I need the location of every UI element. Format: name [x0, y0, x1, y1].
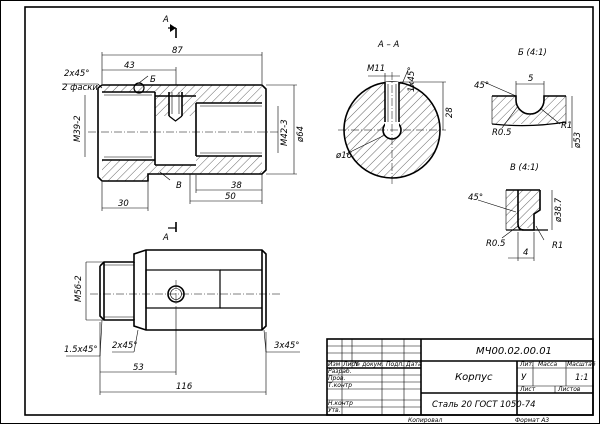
detail-b-view: Б (4:1) 45° 5 R0.5 R1 ø53: [474, 48, 583, 149]
title-row-tkontr: Т.контр: [328, 382, 352, 389]
main-section-view: A A 87 43 2x45° 2 фаски Б M39-2 M42-3 ø6…: [62, 15, 306, 243]
dim-depth-28: 28: [445, 107, 455, 118]
detail-v-title: В (4:1): [510, 163, 539, 173]
detail-v-view: В (4:1) 45° ø38.7 R0.5 R1 4: [468, 163, 564, 261]
title-col-list: Лист: [342, 361, 359, 368]
dim-thread-m42: M42-3: [280, 119, 290, 146]
title-scale-header: Масштаб: [567, 361, 596, 368]
detail-b-width: 5: [528, 74, 533, 84]
dim-length-87: 87: [172, 46, 183, 56]
dim-chamfer-note: 2 фаски: [62, 83, 98, 93]
detail-b-hatch: [492, 96, 566, 124]
title-row-razrab: Разраб.: [328, 368, 352, 375]
detail-b-radius-large: R1: [561, 121, 572, 131]
title-copied: Копировал: [408, 417, 442, 424]
dim-thread-m11: M11: [367, 64, 385, 74]
title-designation: МЧ00.02.00.01: [476, 346, 552, 357]
detail-v-hatch: [506, 190, 540, 228]
title-material: Сталь 20 ГОСТ 1050-74: [432, 400, 536, 410]
dim-length-43: 43: [124, 61, 135, 71]
dim-thread-m56: M56-2: [74, 275, 84, 302]
title-part-name: Корпус: [455, 372, 493, 383]
milled-flat: [145, 269, 221, 309]
detail-b-radius-small: R0.5: [492, 128, 511, 138]
title-scale-value: 1:1: [575, 373, 589, 383]
dim-chamfer-1-5x45: 1.5x45°: [64, 345, 98, 355]
lower-external-view: M56-2 1.5x45° 2x45° 3x45° 53 116: [64, 249, 300, 395]
dim-length-38: 38: [231, 181, 242, 191]
title-format: Формат А3: [515, 417, 549, 424]
detail-v-radius-large: R1: [552, 241, 563, 251]
title-col-izm: Изм: [328, 361, 341, 368]
callout-detail-b: Б: [150, 75, 156, 85]
dim-length-53: 53: [133, 363, 144, 373]
dim-chamfer-2x45-lower: 2x45°: [112, 341, 138, 351]
section-label-top: A: [162, 15, 169, 25]
section-label-bottom: A: [162, 233, 169, 243]
section-a-a-view: A – A M11 1x45° 28 ø16: [335, 40, 455, 186]
dim-thread-m39: M39-2: [73, 115, 83, 142]
cross-hole-hatch-right: [182, 96, 196, 116]
title-sheets-label: Листов: [557, 386, 581, 393]
detail-v-dia: ø38.7: [554, 197, 564, 223]
title-lit-header: Лит.: [519, 361, 534, 368]
detail-b-angle: 45°: [474, 81, 489, 91]
section-a-a-title: A – A: [377, 40, 399, 50]
title-row-utv: Утв.: [328, 407, 341, 414]
detail-v-radius-small: R0.5: [486, 239, 505, 249]
title-col-date: Дата: [405, 361, 422, 368]
dim-length-30: 30: [118, 199, 129, 209]
title-block: МЧ00.02.00.01 Корпус Сталь 20 ГОСТ 1050-…: [326, 338, 596, 424]
detail-v-angle: 45°: [468, 193, 483, 203]
dim-dia-64: ø64: [296, 126, 306, 143]
detail-b-title: Б (4:1): [518, 48, 547, 58]
title-row-prov: Пров.: [328, 375, 346, 382]
lower-wall-hatch: [102, 156, 262, 181]
dim-length-50: 50: [225, 192, 236, 202]
dim-chamfer-3x45: 3x45°: [274, 341, 300, 351]
dim-chamfer-1x45: 1x45°: [407, 66, 417, 92]
detail-b-dia: ø53: [573, 132, 583, 149]
dim-dia-16: ø16: [335, 151, 353, 161]
callout-detail-v: В: [176, 181, 182, 191]
dim-length-116: 116: [176, 382, 193, 392]
lower-body-outline: [99, 249, 267, 331]
dim-chamfer-2x45: 2x45°: [64, 69, 90, 79]
title-sheet-label: Лист: [519, 386, 536, 393]
detail-v-width: 4: [523, 248, 528, 258]
title-col-doc: № докум.: [353, 361, 384, 368]
title-row-nkontr: Н.контр: [328, 400, 353, 407]
cross-hole-hatch-left: [155, 96, 169, 116]
title-lit-value: У: [521, 373, 527, 383]
title-col-sign: Подп.: [386, 361, 404, 368]
drawing-frame: [24, 6, 594, 416]
title-mass-header: Масса: [538, 361, 557, 368]
